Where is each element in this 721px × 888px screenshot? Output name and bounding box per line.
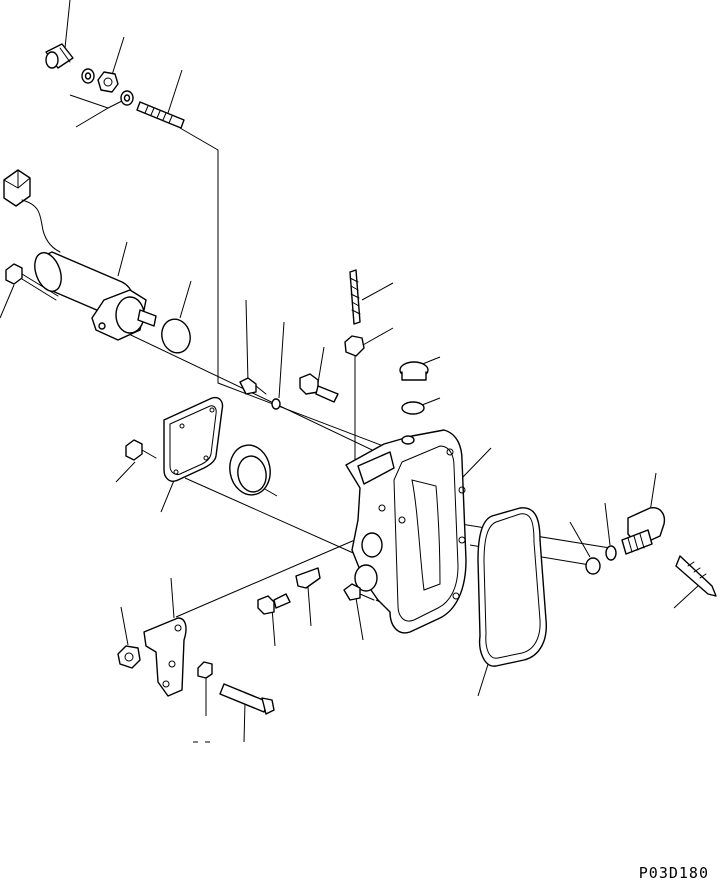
bracket-part [143, 617, 187, 697]
flange-nut-part [117, 645, 141, 669]
main-housing-part [345, 429, 467, 634]
hex-bolt-part [5, 263, 59, 301]
seal-ring-part [229, 444, 271, 496]
gasket-part [401, 401, 425, 415]
sensor-part [621, 507, 666, 555]
flange-bolt-part [299, 373, 339, 403]
stud-bolt-part [136, 101, 185, 129]
o-ring-part [161, 318, 191, 354]
drawing-code: P03D180 [638, 864, 709, 882]
long-bolt-part [219, 683, 275, 715]
washer-part [585, 557, 601, 575]
flange-bolt-part [257, 593, 291, 615]
flange-bolt-part [239, 377, 267, 395]
clip-part [295, 567, 321, 589]
flange-bolt-part [343, 583, 375, 601]
wire-harness [21, 199, 61, 253]
washer-part [271, 398, 281, 410]
spring-part [349, 269, 361, 325]
hex-bolt-part [125, 439, 157, 461]
washer-part [120, 90, 134, 106]
plug-part [399, 361, 429, 381]
hex-nut-part [97, 71, 119, 93]
connector-plug-part [3, 169, 31, 207]
pin-part [675, 555, 717, 597]
housing-gasket-part [477, 507, 547, 667]
o-ring-part [605, 545, 617, 561]
cap-nut-part [344, 335, 365, 357]
washer-part [81, 68, 95, 84]
threaded-sleeve-part [45, 43, 74, 69]
cover-plate-part [163, 396, 224, 482]
leader-lines [0, 0, 700, 743]
solenoid-part [34, 251, 157, 341]
hex-nut-part [197, 661, 213, 679]
